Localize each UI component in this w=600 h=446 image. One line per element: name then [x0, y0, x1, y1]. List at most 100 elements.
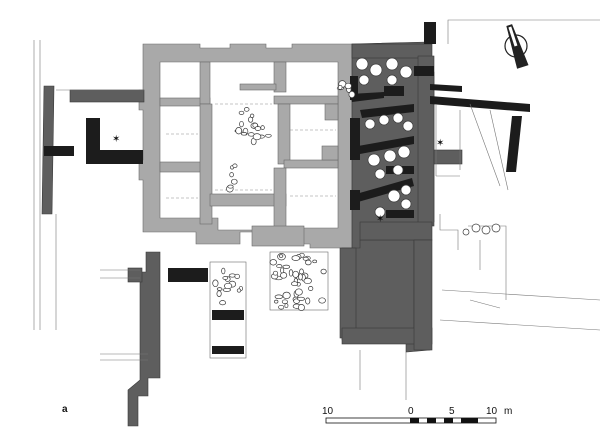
- rubble-stone: [239, 120, 244, 128]
- rubble-stone: [337, 84, 343, 90]
- rubble-stone: [260, 125, 265, 130]
- southwest-wall-block: [168, 268, 208, 282]
- scale-label: 10: [322, 406, 334, 417]
- storage-jar: [358, 74, 370, 86]
- partition-wall: [356, 178, 414, 202]
- partition-wall: [360, 104, 414, 118]
- rubble-stone: [243, 107, 250, 112]
- storage-jar: [367, 153, 381, 167]
- plant-symbols: ✶ ✶ ✶: [112, 134, 444, 225]
- stone: [481, 225, 491, 235]
- rubble-stone: [238, 110, 245, 115]
- rubble-stone: [252, 133, 262, 141]
- rubble-stone: [219, 300, 226, 306]
- storage-jar: [397, 145, 411, 159]
- rubble-stone: [240, 132, 248, 136]
- rubble-stone: [278, 254, 284, 258]
- east-complex-walls: [339, 22, 530, 353]
- storage-jar: [369, 63, 383, 77]
- rubble-stone: [249, 113, 255, 118]
- interior-wall: [199, 103, 213, 225]
- interior-wall: [321, 145, 339, 161]
- east-wall-segment: [417, 55, 435, 227]
- rubble-stone: [305, 297, 311, 305]
- main-building-walls: [138, 43, 353, 249]
- rubble-stone: [320, 268, 327, 275]
- rubble-stone: [234, 273, 240, 279]
- interior-wall: [277, 103, 291, 165]
- rubble-stone: [212, 279, 219, 288]
- interior-wall: [283, 159, 339, 169]
- storage-jar: [386, 74, 398, 86]
- rubble-stone: [232, 163, 238, 169]
- partition-wall: [414, 66, 434, 76]
- rubble-stone: [312, 259, 318, 264]
- partition-wall: [384, 86, 404, 96]
- storage-jar: [392, 164, 404, 176]
- rubble-stone: [216, 290, 222, 297]
- stone: [462, 228, 470, 236]
- storage-jar: [402, 120, 414, 132]
- eastern-long-wall: [506, 116, 522, 172]
- partition-wall: [358, 136, 414, 154]
- rubble-stone: [224, 282, 233, 290]
- scale-label: 10: [486, 406, 498, 417]
- rubble-stone: [254, 126, 262, 131]
- east-wall-segment: [359, 221, 433, 241]
- rubble-stone: [344, 82, 352, 90]
- storage-jar: [383, 149, 397, 163]
- storage-jars: [355, 57, 414, 218]
- partition-wall: [350, 190, 360, 210]
- rubble-stone: [305, 259, 312, 266]
- plant-symbol-icon: ✶: [376, 214, 384, 225]
- storage-jar: [385, 57, 399, 71]
- rubble-stone: [231, 178, 238, 185]
- east-annex-lines: [359, 19, 600, 400]
- plant-symbol-icon: ✶: [436, 138, 444, 149]
- storage-jar: [400, 184, 412, 196]
- trench-dark-band: [212, 310, 244, 320]
- rubble-stone: [298, 273, 303, 281]
- storage-jar: [387, 189, 401, 203]
- storage-jar: [378, 114, 390, 126]
- rubble-stone: [222, 276, 229, 280]
- rubble-stone: [348, 90, 356, 99]
- eastern-long-wall: [430, 96, 530, 112]
- rubble-stone: [227, 184, 234, 189]
- partition-wall: [350, 118, 360, 160]
- rubble-stone: [288, 269, 294, 277]
- east-wall-segment: [424, 22, 436, 44]
- rubble-stone: [318, 297, 326, 304]
- partition-wall: [386, 210, 414, 218]
- rubble-stone: [278, 304, 285, 310]
- west-room-wall: [86, 118, 143, 164]
- west-wall-cap: [69, 89, 145, 103]
- scale-unit: m: [504, 406, 512, 417]
- storage-jar: [374, 206, 386, 218]
- trench-dark-band: [212, 346, 244, 354]
- rubble-stone: [282, 291, 291, 300]
- storage-jar: [400, 198, 412, 210]
- east-wall-segment: [413, 239, 433, 351]
- rubble-stone: [280, 272, 288, 279]
- rubble-stone: [292, 270, 299, 278]
- rubble-stone: [282, 264, 291, 269]
- partition-wall: [350, 92, 384, 102]
- rubble-stone: [236, 288, 242, 293]
- southwest-wall-block: [127, 267, 143, 283]
- rubble-stone: [297, 296, 305, 301]
- rubble-stone: [297, 304, 305, 311]
- rubble-stone: [221, 267, 226, 275]
- interior-wall: [199, 61, 211, 105]
- stone: [491, 223, 501, 233]
- rubble-stone: [280, 267, 285, 274]
- north-arrow-icon: [504, 24, 529, 69]
- scale-bar: 10 0 5 10 m: [322, 406, 512, 424]
- interior-wall: [273, 167, 287, 229]
- rubble-stone: [295, 288, 303, 296]
- main-building-outer-walls: [138, 43, 353, 249]
- scale-bar-segment: [410, 418, 419, 423]
- interior-wall: [273, 61, 287, 93]
- rubble-stone: [272, 270, 279, 276]
